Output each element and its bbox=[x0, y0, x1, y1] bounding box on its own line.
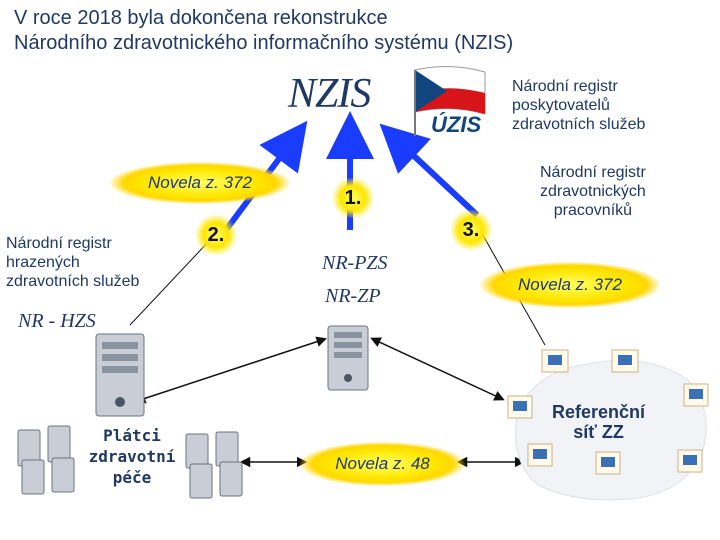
server-cluster-icon-right bbox=[185, 431, 243, 499]
slide-title: V roce 2018 byla dokončena rekonstrukce … bbox=[14, 6, 714, 56]
reference-network-map bbox=[507, 349, 709, 501]
register-providers: Národní registr poskytovatelů zdravotníc… bbox=[512, 78, 646, 133]
server-icon bbox=[327, 325, 369, 391]
register-workers: Národní registr zdravotnických pracovník… bbox=[540, 164, 646, 219]
amendment-left: Novela z. 372 bbox=[110, 162, 290, 204]
uzis-logo-text: ÚZIS bbox=[431, 112, 482, 137]
nr-hzs-label: NR - HZS bbox=[18, 310, 96, 332]
title-line-2: Národního zdravotnického informačního sy… bbox=[14, 32, 514, 54]
reference-network-label: Referenční síť ZZ bbox=[552, 402, 646, 442]
amendment-bottom: Novela z. 48 bbox=[300, 442, 465, 486]
line-left-register bbox=[129, 239, 211, 326]
title-line-1: V roce 2018 byla dokončena rekonstrukce bbox=[14, 7, 388, 29]
server-cluster-icon bbox=[17, 425, 75, 495]
nzis-logo-text: NZIS bbox=[288, 71, 371, 117]
link-payers-center bbox=[135, 336, 327, 404]
step-2-badge: 2. bbox=[193, 215, 239, 255]
payers-label: Plátci zdravotní péče bbox=[88, 426, 176, 487]
register-paid-services: Národní registr hrazených zdravotních sl… bbox=[6, 235, 140, 290]
nr-zp-label: NR-ZP bbox=[325, 285, 381, 307]
czech-flag-icon bbox=[414, 65, 486, 136]
step-3-badge: 3. bbox=[448, 210, 494, 250]
link-center-network bbox=[370, 337, 505, 401]
nr-pzs-label: NR-PZS bbox=[322, 252, 388, 274]
arrow-to-nzis-right bbox=[379, 123, 480, 218]
payer-server-icon bbox=[95, 333, 145, 417]
amendment-right: Novela z. 372 bbox=[480, 262, 660, 308]
step-1-badge: 1. bbox=[330, 178, 376, 218]
uzis-logo: ÚZIS bbox=[405, 62, 497, 144]
